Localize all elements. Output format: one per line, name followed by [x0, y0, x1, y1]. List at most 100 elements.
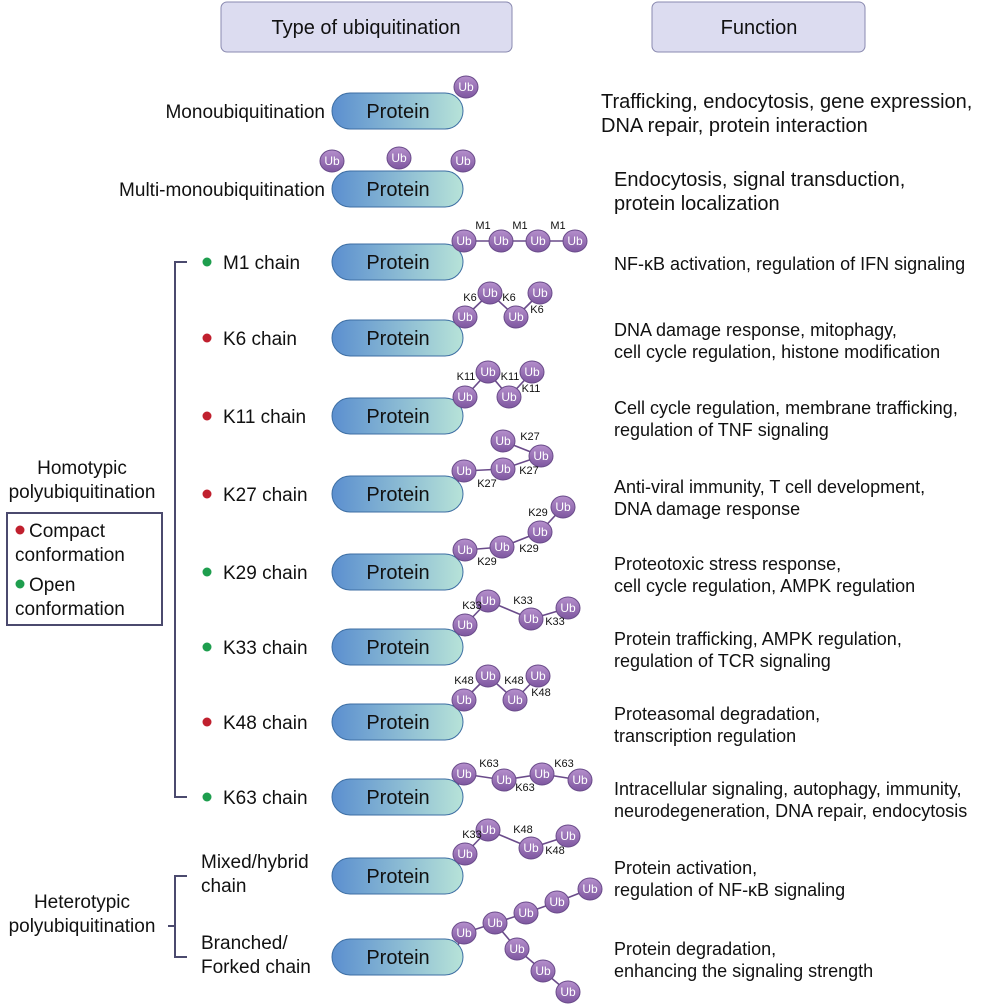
- protein-mixed: [331, 857, 464, 895]
- protein-k27: [331, 475, 464, 513]
- ub-label: Ub: [523, 612, 539, 626]
- ubiquitin-mixed-4: [555, 824, 581, 848]
- linkage-label-k63-1: K63: [479, 758, 499, 770]
- ubiquitin-m1-4: [562, 229, 588, 253]
- row-k11-label-line1: K11 chain: [223, 407, 306, 428]
- linkage-label-k6-3: K6: [530, 304, 543, 316]
- protein-label: Protein: [366, 179, 429, 201]
- ub-label: Ub: [457, 618, 473, 632]
- ub-label: Ub: [455, 154, 471, 168]
- ubiquitin-k48-2: [475, 664, 501, 688]
- ub-label: Ub: [518, 906, 534, 920]
- linkage-label-m1-3: M1: [550, 220, 565, 232]
- open-conformation-dot-icon: [202, 257, 212, 267]
- ubiquitin-k48-3: [502, 688, 528, 712]
- linkage-label-k48-3: K48: [531, 687, 551, 699]
- row-k6-function-line1: DNA damage response, mitophagy,: [614, 320, 897, 340]
- homotypic-bracket: [174, 261, 187, 798]
- linkage-label-k63-3: K63: [554, 758, 574, 770]
- ub-label: Ub: [523, 841, 539, 855]
- row-mixed-function-line2: regulation of NF-κB signaling: [614, 880, 845, 900]
- ub-label: Ub: [482, 286, 498, 300]
- compact-conformation-dot-icon: [202, 333, 212, 343]
- row-branched-label-line2: Forked chain: [201, 957, 311, 978]
- ubiquitin-k29-1: [452, 538, 478, 562]
- linkage-label-k29-2: K29: [519, 543, 539, 555]
- protein-label: Protein: [366, 406, 429, 428]
- row-k29-function-line2: cell cycle regulation, AMPK regulation: [614, 576, 915, 596]
- ubiquitin-k29-3: [527, 520, 553, 544]
- ubiquitin-k27-3: [528, 444, 554, 468]
- ub-label: Ub: [324, 154, 340, 168]
- heterotypic-label-line1: Heterotypic: [34, 892, 130, 913]
- ubiquitin-k6-4: [527, 281, 553, 305]
- heterotypic-label-line2: polyubiquitination: [9, 916, 156, 937]
- ubiquitin-branched-8: [555, 980, 581, 1004]
- linkage-label-k27-1: K27: [477, 478, 497, 490]
- linkage-label-k27-2: K27: [519, 465, 539, 477]
- open-conformation-dot-icon: [202, 792, 212, 802]
- protein-label: Protein: [366, 787, 429, 809]
- ub-label: Ub: [530, 669, 546, 683]
- row-k29-label-line1: K29 chain: [223, 563, 308, 584]
- ub-label: Ub: [549, 895, 565, 909]
- linkage-label-mixed-3: K48: [545, 845, 565, 857]
- protein-m1: [331, 243, 464, 281]
- protein-k11: [331, 397, 464, 435]
- row-mixed-function-line1: Protein activation,: [614, 858, 757, 878]
- linkage-label-k48-2: K48: [504, 675, 524, 687]
- ub-label: Ub: [582, 882, 598, 896]
- row-mono-function-line1: Trafficking, endocytosis, gene expressio…: [601, 91, 972, 113]
- ubiquitin-branched-4: [544, 890, 570, 914]
- linkage-label-k11-3: K11: [522, 383, 541, 395]
- linkage-label-k33-2: K33: [513, 595, 533, 607]
- conformation-legend: Compact conformation Open conformation: [6, 512, 163, 626]
- row-k63-label-line1: K63 chain: [223, 788, 308, 809]
- ub-label: Ub: [495, 434, 511, 448]
- ub-label: Ub: [456, 926, 472, 940]
- ub-label: Ub: [507, 693, 523, 707]
- ubiquitin-k33-4: [555, 596, 581, 620]
- row-k63-function-line1: Intracellular signaling, autophagy, immu…: [614, 779, 962, 799]
- ubiquitin-k29-2: [489, 535, 515, 559]
- ubiquitin-m1-1: [451, 229, 477, 253]
- ub-label: Ub: [457, 543, 473, 557]
- row-branched-function-line2: enhancing the signaling strength: [614, 961, 873, 981]
- linkage-label-m1-1: M1: [475, 220, 490, 232]
- open-dot-icon: [15, 579, 25, 589]
- row-m1-label-line1: M1 chain: [223, 253, 300, 274]
- ub-label: Ub: [533, 449, 549, 463]
- ubiquitin-k33-2: [475, 589, 501, 613]
- protein-label: Protein: [366, 101, 429, 123]
- ubiquitin-k33-3: [518, 607, 544, 631]
- linkage-label-k33-1: K33: [462, 600, 482, 612]
- row-branched-label-line1: Branched/: [201, 933, 288, 954]
- ubiquitin-k6-2: [477, 281, 503, 305]
- ubiquitin-multi-1: [319, 149, 345, 173]
- row-multi-function-line2: protein localization: [614, 193, 780, 215]
- protein-label: Protein: [366, 328, 429, 350]
- row-k27-function-line1: Anti-viral immunity, T cell development,: [614, 477, 925, 497]
- ubiquitin-k63-4: [567, 768, 593, 792]
- row-k27-function-line2: DNA damage response: [614, 499, 800, 519]
- compact-conformation-dot-icon: [202, 411, 212, 421]
- ub-label: Ub: [480, 594, 496, 608]
- ubiquitin-k27-2: [490, 457, 516, 481]
- ub-label: Ub: [456, 767, 472, 781]
- row-multi-label-line1: Multi-monoubiquitination: [119, 180, 325, 201]
- ubiquitin-branched-3: [513, 901, 539, 925]
- legend-open-line2: conformation: [15, 599, 125, 620]
- ub-label: Ub: [524, 365, 540, 379]
- ub-label: Ub: [496, 773, 512, 787]
- ub-label: Ub: [480, 365, 496, 379]
- ubiquitin-m1-3: [525, 229, 551, 253]
- ub-label: Ub: [456, 464, 472, 478]
- ub-label: Ub: [480, 823, 496, 837]
- homotypic-label-line1: Homotypic: [37, 458, 127, 479]
